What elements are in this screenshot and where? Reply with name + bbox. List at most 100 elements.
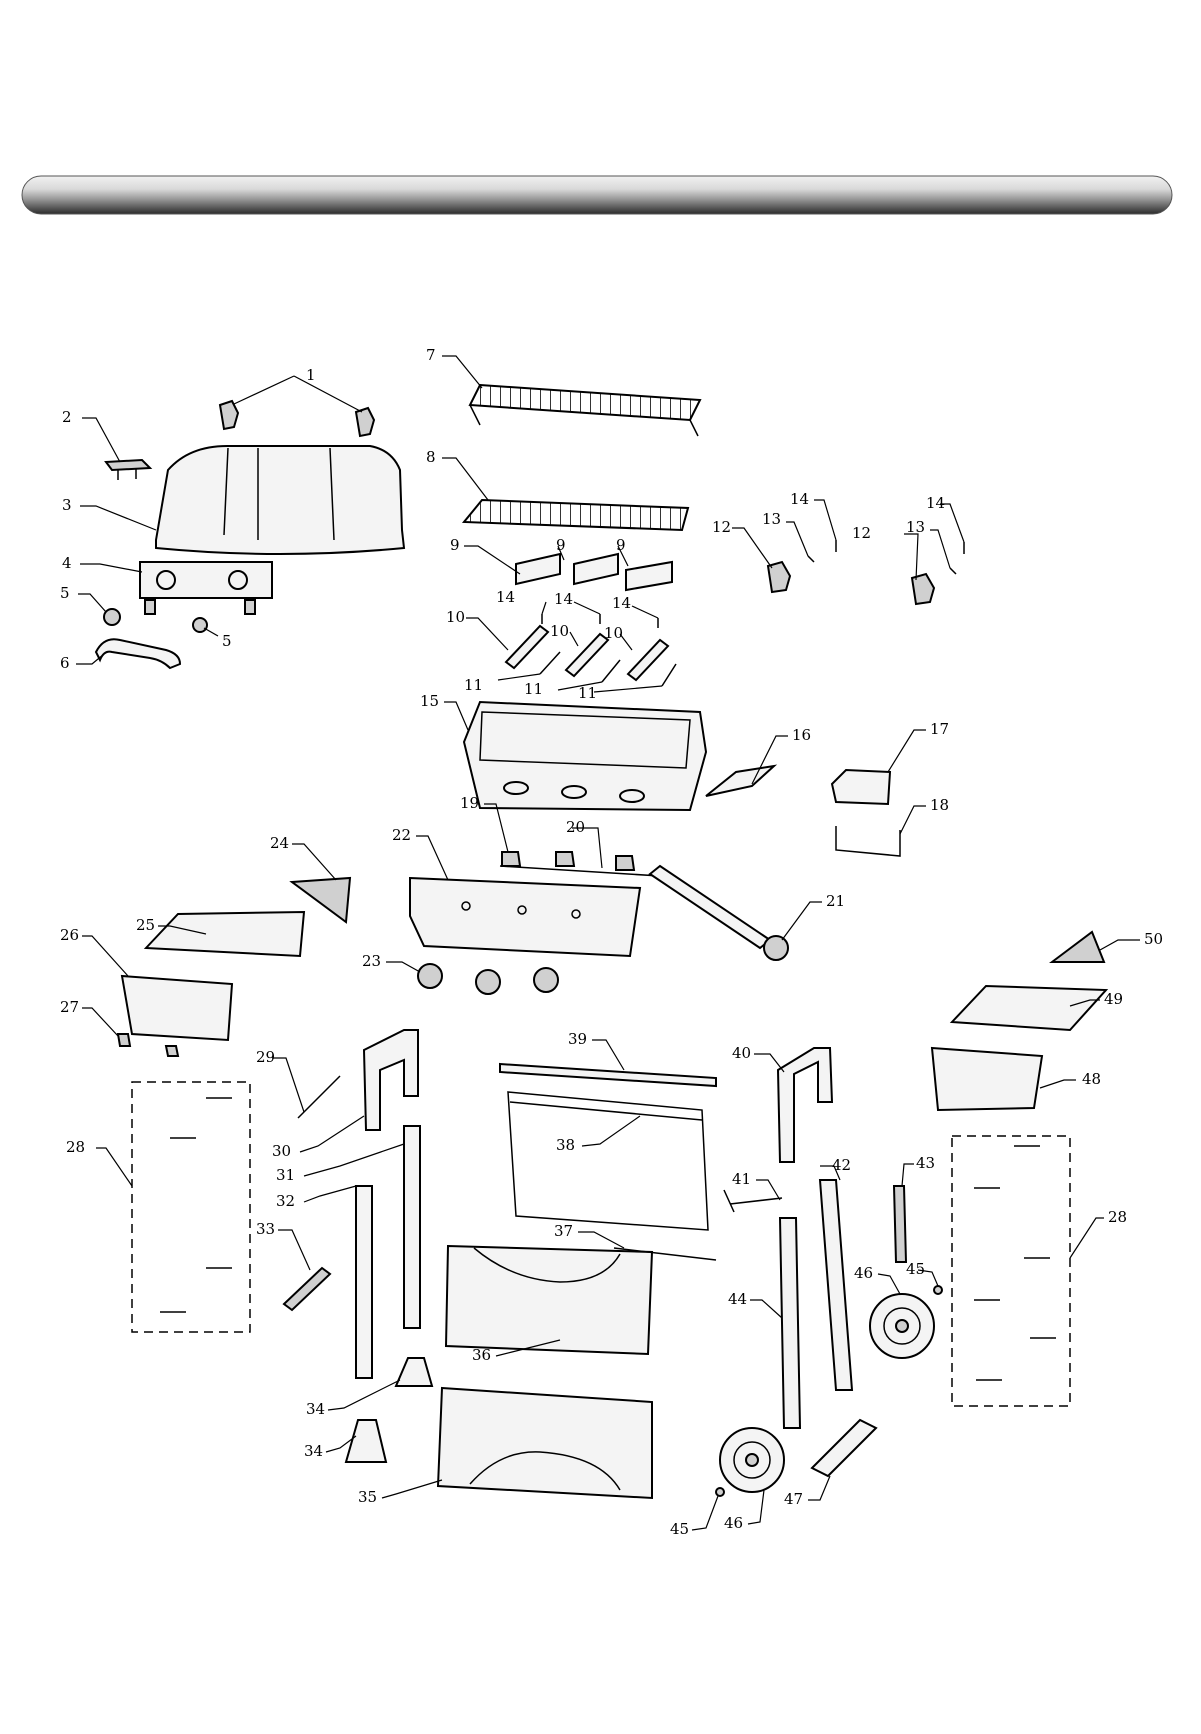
label-8: 8 [426, 448, 436, 466]
label-27: 27 [60, 998, 79, 1016]
label-10a: 10 [446, 608, 465, 626]
part-8-cooking-grate [464, 500, 688, 530]
part-35-bottom-panel [438, 1388, 652, 1498]
label-19: 19 [460, 794, 479, 812]
label-29: 29 [256, 1048, 275, 1066]
label-15: 15 [420, 692, 439, 710]
part-21-regulator [650, 866, 788, 960]
label-43: 43 [916, 1154, 935, 1172]
label-9b: 9 [556, 536, 566, 554]
label-10b: 10 [550, 622, 569, 640]
part-33-brace [284, 1268, 330, 1310]
label-28a: 28 [66, 1138, 85, 1156]
label-49: 49 [1104, 990, 1123, 1008]
label-14a: 14 [790, 490, 809, 508]
label-7: 7 [426, 346, 436, 364]
label-11a: 11 [464, 676, 483, 694]
label-2: 2 [62, 408, 72, 426]
label-5b: 5 [222, 632, 232, 650]
label-47: 47 [784, 1490, 803, 1508]
label-9a: 9 [450, 536, 460, 554]
part-32-leg [356, 1186, 372, 1378]
part-47-tank-bracket [812, 1420, 876, 1476]
label-30: 30 [272, 1142, 291, 1160]
part-2-handle [106, 460, 150, 480]
label-11c: 11 [578, 684, 597, 702]
label-37: 37 [554, 1222, 573, 1240]
label-11b: 11 [524, 680, 543, 698]
label-40: 40 [732, 1044, 751, 1062]
label-20: 20 [566, 818, 585, 836]
part-41-axle-clip [724, 1190, 782, 1212]
label-34a: 34 [306, 1400, 325, 1418]
label-13a: 13 [762, 510, 781, 528]
label-39: 39 [568, 1030, 587, 1048]
label-18: 18 [930, 796, 949, 814]
part-23-control-knob [418, 964, 558, 994]
label-1: 1 [306, 366, 316, 384]
label-3: 3 [62, 496, 72, 514]
part-18-cup-holder [836, 826, 900, 856]
label-31: 31 [276, 1166, 295, 1184]
part-50-shelf-bracket [1052, 932, 1104, 962]
part-22-control-panel [410, 878, 640, 956]
label-17: 17 [930, 720, 949, 738]
label-16: 16 [792, 726, 811, 744]
label-32: 32 [276, 1192, 295, 1210]
label-44: 44 [728, 1290, 747, 1308]
label-5a: 5 [60, 584, 70, 602]
label-13b: 13 [906, 518, 925, 536]
label-4: 4 [62, 554, 72, 572]
part-25-side-shelf [146, 912, 304, 956]
label-21: 21 [826, 892, 845, 910]
label-34b: 34 [304, 1442, 323, 1460]
label-22: 22 [392, 826, 411, 844]
label-41: 41 [732, 1170, 751, 1188]
label-9c: 9 [616, 536, 626, 554]
part-13-pin [808, 556, 956, 574]
label-38: 38 [556, 1136, 575, 1154]
part-20-manifold [500, 866, 660, 876]
label-48: 48 [1082, 1070, 1101, 1088]
label-28b: 28 [1108, 1208, 1127, 1226]
part-40-leg-frame [778, 1048, 832, 1162]
label-33: 33 [256, 1220, 275, 1238]
part-31-leg [404, 1126, 420, 1328]
part-14-pin [542, 540, 964, 628]
part-44-leg [780, 1218, 800, 1428]
part-39-crossbar [500, 1064, 716, 1086]
label-50: 50 [1144, 930, 1163, 948]
part-43-strip [894, 1186, 906, 1262]
label-46b: 46 [724, 1514, 743, 1532]
part-17-grease-cup [832, 770, 890, 804]
header-bar [22, 176, 1172, 214]
label-45b: 45 [670, 1520, 689, 1538]
part-12-bracket [768, 562, 934, 604]
part-15-firebox [464, 702, 706, 810]
part-48-side-panel [932, 1048, 1042, 1110]
part-10-burner [506, 626, 668, 680]
label-25: 25 [136, 916, 155, 934]
part-7-warming-rack [470, 385, 700, 436]
label-35: 35 [358, 1488, 377, 1506]
part-3-lid [156, 446, 404, 554]
label-46a: 46 [854, 1264, 873, 1282]
label-26: 26 [60, 926, 79, 944]
part-16-grease-tray [706, 766, 774, 796]
label-36: 36 [472, 1346, 491, 1364]
label-10c: 10 [604, 624, 623, 642]
label-14c: 14 [496, 588, 515, 606]
part-42-leg [820, 1180, 852, 1390]
part-26-side-panel [122, 976, 232, 1040]
part-28-hardware-pack [132, 1082, 1070, 1406]
label-12b: 12 [852, 524, 871, 542]
label-14b: 14 [926, 494, 945, 512]
label-14d: 14 [554, 590, 573, 608]
label-24: 24 [270, 834, 289, 852]
label-6: 6 [60, 654, 70, 672]
label-14e: 14 [612, 594, 631, 612]
label-23: 23 [362, 952, 381, 970]
part-38-rear-frame [508, 1092, 708, 1230]
label-42: 42 [832, 1156, 851, 1174]
